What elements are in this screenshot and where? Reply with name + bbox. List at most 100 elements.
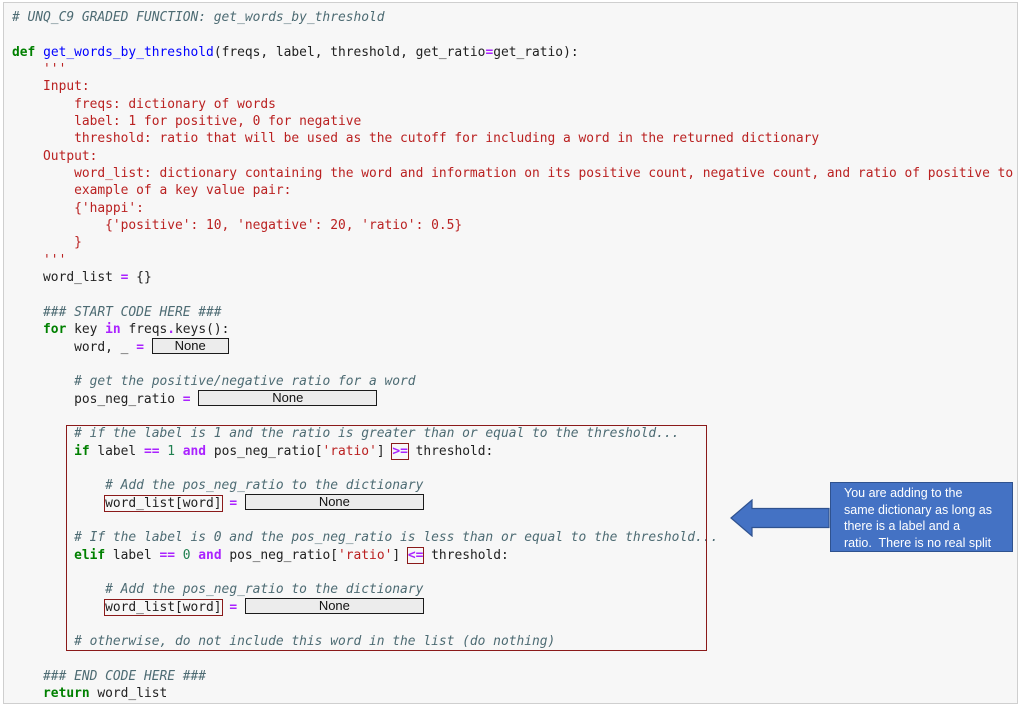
code-token: threshold: <box>407 443 494 459</box>
code-line: # otherwise, do not include this word in… <box>12 633 1013 650</box>
code-token <box>12 374 74 389</box>
code-token: } <box>12 235 82 251</box>
code-token <box>12 530 74 545</box>
code-token: ] <box>376 443 393 459</box>
code-token: example of a key value pair: <box>12 183 292 199</box>
code-token: 'ratio' <box>338 547 393 563</box>
code-line: label: 1 for positive, 0 for negative <box>12 113 1013 130</box>
code-line <box>12 26 1013 43</box>
code-line: } <box>12 234 1013 251</box>
code-line: word, _ = None <box>12 338 1013 356</box>
code-line: # Add the pos_neg_ratio to the dictionar… <box>12 477 1013 494</box>
code-token: ''' <box>43 252 67 268</box>
code-token <box>12 686 43 701</box>
code-token <box>12 322 43 337</box>
code-token: label <box>89 443 144 459</box>
code-token: = <box>182 391 191 407</box>
code-line <box>12 356 1013 373</box>
code-token: word, _ <box>12 339 137 355</box>
code-token: threshold: ratio that will be used as th… <box>12 131 820 147</box>
code-line: pos_neg_ratio = None <box>12 390 1013 408</box>
code-line: Input: <box>12 78 1013 95</box>
code-line: ''' <box>12 61 1013 78</box>
code-token <box>144 340 152 355</box>
code-token: ### START CODE HERE ### <box>43 304 222 320</box>
code-token: label: 1 for positive, 0 for negative <box>12 114 362 130</box>
code-token: {} <box>128 270 152 286</box>
code-token: ''' <box>43 62 67 78</box>
code-line: example of a key value pair: <box>12 182 1013 199</box>
word-unpack-blank[interactable]: None <box>151 338 229 355</box>
code-token: = <box>120 270 129 286</box>
code-line: # Add the pos_neg_ratio to the dictionar… <box>12 581 1013 598</box>
code-line: word_list: dictionary containing the wor… <box>12 165 1013 182</box>
highlight-box <box>66 425 707 651</box>
code-token: keys(): <box>175 322 230 338</box>
code-token: threshold: <box>423 547 509 563</box>
code-line: threshold: ratio that will be used as th… <box>12 130 1013 147</box>
code-line: {'happi': <box>12 200 1013 217</box>
highlighted-token: <= <box>406 546 425 564</box>
code-token: key <box>66 322 106 338</box>
code-line: ''' <box>12 252 1013 269</box>
code-token: (freqs, label, threshold, get_ratio <box>213 44 486 60</box>
code-line: freqs: dictionary of words <box>12 96 1013 113</box>
code-token: # otherwise, do not include this word in… <box>74 634 556 650</box>
code-token <box>12 634 74 649</box>
code-token: 'ratio' <box>322 443 377 459</box>
highlighted-token: word_list[word] <box>104 598 223 616</box>
code-token: word_list: dictionary containing the wor… <box>12 166 1014 182</box>
code-line: # if the label is 1 and the ratio is gre… <box>12 425 1013 442</box>
code-token: freqs <box>120 322 168 338</box>
code-token <box>12 444 74 459</box>
code-token: ] <box>392 547 408 563</box>
code-token: 1 <box>167 443 176 459</box>
code-token: word_list <box>89 686 168 702</box>
code-token: pos_neg_ratio[ <box>221 547 339 563</box>
code-token: {'positive': 10, 'negative': 20, 'ratio'… <box>12 218 463 234</box>
code-token <box>12 62 43 77</box>
negative-assign-blank[interactable]: None <box>244 598 424 615</box>
code-token: pos_neg_ratio <box>12 391 183 407</box>
code-token: word_list <box>12 270 121 286</box>
code-token: == <box>143 443 160 459</box>
code-token: == <box>159 547 175 563</box>
code-line: Output: <box>12 148 1013 165</box>
code-token: # If the label is 0 and the pos_neg_rati… <box>74 530 719 546</box>
highlighted-token: word_list[word] <box>104 494 223 512</box>
code-line: word_list[word] = None <box>12 598 1013 616</box>
code-token <box>12 305 43 320</box>
code-line <box>12 651 1013 668</box>
pos-neg-ratio-blank[interactable]: None <box>198 390 378 407</box>
code-token: # get the positive/negative ratio for a … <box>74 374 416 390</box>
code-token: return <box>43 686 90 702</box>
code-token: = <box>229 495 238 511</box>
code-token: freqs: dictionary of words <box>12 96 276 112</box>
code-token: ### END CODE HERE ### <box>43 669 207 685</box>
code-line: elif label == 0 and pos_neg_ratio['ratio… <box>12 546 1013 564</box>
code-token: = <box>136 339 144 355</box>
code-line: ### END CODE HERE ### <box>12 668 1013 685</box>
code-token: # Add the pos_neg_ratio to the dictionar… <box>105 478 424 494</box>
code-line: # UNQ_C9 GRADED FUNCTION: get_words_by_t… <box>12 9 1013 26</box>
code-line <box>12 287 1013 304</box>
code-token: # UNQ_C9 GRADED FUNCTION: get_words_by_t… <box>12 10 385 25</box>
positive-assign-blank[interactable]: None <box>244 494 424 511</box>
code-line <box>12 408 1013 425</box>
code-token: and <box>198 547 222 563</box>
code-token: elif <box>74 547 106 563</box>
code-token: label <box>105 547 160 563</box>
code-line: return word_list <box>12 685 1013 702</box>
code-token: . <box>167 322 176 338</box>
code-token: = <box>229 599 238 615</box>
left-arrow-icon <box>730 499 830 537</box>
code-line: for key in freqs.keys(): <box>12 321 1013 338</box>
code-line: def get_words_by_threshold(freqs, label,… <box>12 44 1013 61</box>
code-line: # If the label is 0 and the pos_neg_rati… <box>12 529 1013 546</box>
code-token: {'happi': <box>12 200 144 216</box>
code-token: # Add the pos_neg_ratio to the dictionar… <box>105 582 424 598</box>
code-editor[interactable]: # UNQ_C9 GRADED FUNCTION: get_words_by_t… <box>12 9 1013 703</box>
code-cell[interactable]: # UNQ_C9 GRADED FUNCTION: get_words_by_t… <box>3 2 1018 704</box>
code-token: if <box>74 443 90 459</box>
code-token: get_words_by_threshold <box>43 44 214 60</box>
